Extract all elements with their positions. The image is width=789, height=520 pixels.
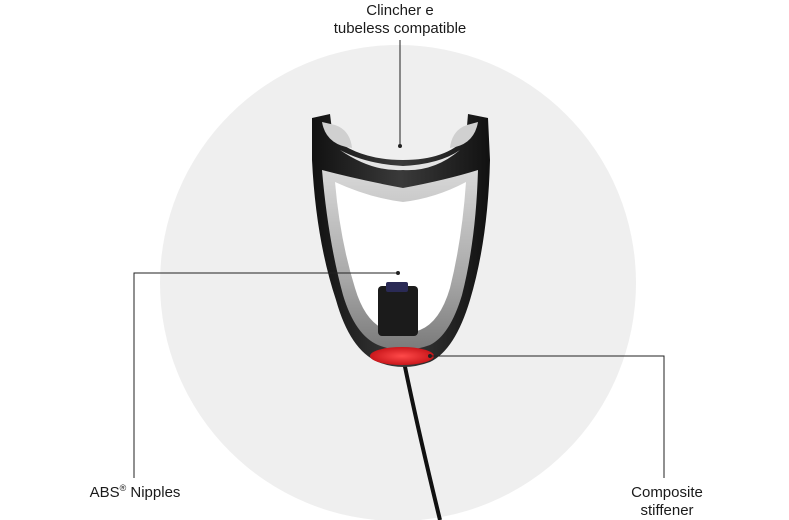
nipple-head (386, 282, 408, 292)
callout-right-line2: stiffener (640, 502, 694, 519)
rim-bed (340, 150, 460, 171)
leader-line-right (430, 355, 665, 478)
registered-mark: ® (119, 483, 127, 493)
tire-bead-right (450, 122, 478, 148)
callout-top-line1: Clincher e (366, 2, 434, 19)
callout-right-line1: Composite (631, 484, 703, 501)
spoke (402, 361, 442, 520)
composite-stiffener (370, 347, 434, 365)
callout-top-line2: tubeless compatible (333, 20, 467, 37)
leader-dot-left (396, 271, 400, 275)
callout-composite-stiffener: Composite stiffener (607, 484, 727, 520)
tire-bead-left (322, 122, 352, 148)
rim-inner-space (335, 182, 466, 333)
leader-dot-right (428, 354, 432, 358)
callout-left-text: ABS (89, 484, 120, 501)
leader-line-left (133, 272, 398, 478)
callout-abs-nipples: ABS® Nipples (60, 484, 210, 502)
callout-left-text-after: Nipples (126, 484, 181, 501)
nipple-body (378, 286, 418, 336)
callout-clincher-tubeless: Clincher e tubeless compatible (300, 2, 500, 38)
leader-dot-top (398, 144, 402, 148)
leader-lines (133, 40, 665, 478)
